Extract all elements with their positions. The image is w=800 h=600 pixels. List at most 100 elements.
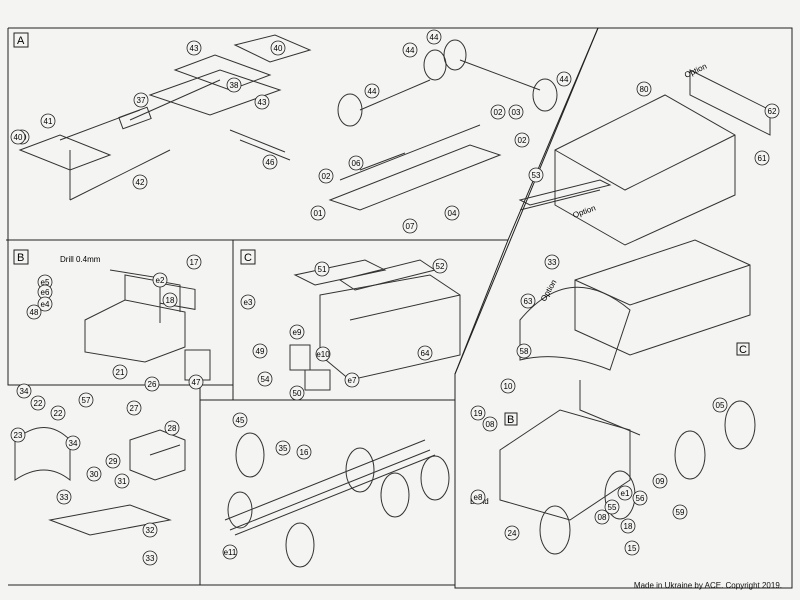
callout-number: 53 bbox=[532, 171, 541, 180]
part-number-callout: 03 bbox=[508, 104, 524, 120]
callout-number: 22 bbox=[34, 399, 43, 408]
callout-number: 08 bbox=[598, 513, 607, 522]
callout-number: 58 bbox=[520, 347, 529, 356]
part-number-callout: 22 bbox=[50, 405, 66, 421]
callout-circle bbox=[470, 489, 486, 505]
callout-circle bbox=[482, 416, 498, 432]
callout-number: 21 bbox=[116, 368, 125, 377]
callout-number: 54 bbox=[261, 375, 270, 384]
part-number-callout: 44 bbox=[364, 83, 380, 99]
part-number-callout: 44 bbox=[402, 42, 418, 58]
callout-circle bbox=[652, 473, 668, 489]
callout-circle bbox=[105, 453, 121, 469]
panel-b-drawing bbox=[84, 269, 211, 381]
panel-e-drawing bbox=[224, 432, 450, 568]
callout-number: 40 bbox=[14, 133, 23, 142]
part-number-callout: 45 bbox=[232, 412, 248, 428]
callout-circle bbox=[296, 444, 312, 460]
callout-number: 24 bbox=[508, 529, 517, 538]
callout-circle bbox=[620, 518, 636, 534]
callout-number: e7 bbox=[348, 376, 357, 385]
callout-number: 02 bbox=[322, 172, 331, 181]
part-number-callout: e7 bbox=[344, 372, 360, 388]
callout-circle bbox=[500, 378, 516, 394]
part-number-callout: 08 bbox=[594, 509, 610, 525]
part-number-callout: 24 bbox=[504, 525, 520, 541]
part-number-callout: 40 bbox=[10, 129, 26, 145]
callout-number: 06 bbox=[352, 159, 361, 168]
callout-number: 44 bbox=[560, 75, 569, 84]
callout-number: 48 bbox=[30, 308, 39, 317]
callout-circle bbox=[490, 104, 506, 120]
drill-note: Drill 0.4mm bbox=[60, 255, 101, 264]
callout-number: 37 bbox=[137, 96, 146, 105]
part-number-callout: 51 bbox=[314, 261, 330, 277]
callout-circle bbox=[289, 324, 305, 340]
panel-frames bbox=[6, 27, 793, 589]
part-number-callout: 05 bbox=[712, 397, 728, 413]
callout-circle bbox=[252, 343, 268, 359]
callout-circle bbox=[50, 405, 66, 421]
callout-number: 05 bbox=[716, 401, 725, 410]
callout-number: 55 bbox=[608, 503, 617, 512]
callout-number: 02 bbox=[494, 108, 503, 117]
part-number-callout: 47 bbox=[188, 374, 204, 390]
callout-number: e4 bbox=[41, 300, 50, 309]
callout-number: 33 bbox=[146, 554, 155, 563]
callout-circle bbox=[132, 174, 148, 190]
copyright-text: Made in Ukraine by ACE. Copyright 2019. bbox=[633, 581, 782, 590]
option-label: Option bbox=[539, 278, 559, 303]
callout-circle bbox=[426, 29, 442, 45]
svg-text:B: B bbox=[17, 252, 24, 264]
part-number-callout: e2 bbox=[152, 272, 168, 288]
callout-circle bbox=[516, 343, 532, 359]
callout-number: 52 bbox=[436, 262, 445, 271]
callout-number: 30 bbox=[90, 470, 99, 479]
callout-number: 35 bbox=[279, 444, 288, 453]
callout-number: 19 bbox=[474, 409, 483, 418]
panel-letter-b-inline: B bbox=[504, 412, 518, 426]
callout-number: 09 bbox=[656, 477, 665, 486]
callout-circle bbox=[86, 466, 102, 482]
callout-circle bbox=[314, 261, 330, 277]
callout-number: 02 bbox=[518, 136, 527, 145]
callout-circle bbox=[262, 154, 278, 170]
panel-f-drawing bbox=[499, 69, 771, 555]
callout-circle bbox=[617, 485, 633, 501]
callout-circle bbox=[26, 304, 42, 320]
svg-text:A: A bbox=[17, 35, 25, 47]
callout-circle bbox=[152, 272, 168, 288]
part-number-callout: 16 bbox=[296, 444, 312, 460]
part-number-callout: 32 bbox=[142, 522, 158, 538]
callout-number: 16 bbox=[300, 448, 309, 457]
part-callouts: 4041374338404340424644444444020302060201… bbox=[10, 29, 780, 566]
part-number-callout: 48 bbox=[26, 304, 42, 320]
callout-number: 23 bbox=[14, 431, 23, 440]
callout-number: 43 bbox=[258, 98, 267, 107]
callout-number: 18 bbox=[624, 522, 633, 531]
part-number-callout: 01 bbox=[310, 205, 326, 221]
callout-circle bbox=[528, 167, 544, 183]
callout-number: e3 bbox=[244, 298, 253, 307]
callout-circle bbox=[344, 372, 360, 388]
callout-circle bbox=[514, 132, 530, 148]
svg-text:C: C bbox=[739, 344, 747, 356]
part-number-callout: e6 bbox=[37, 284, 53, 300]
callout-circle bbox=[672, 504, 688, 520]
panel-letter-c: C bbox=[240, 249, 256, 265]
callout-number: 56 bbox=[636, 494, 645, 503]
panel-d-drawing bbox=[14, 427, 186, 536]
part-number-callout: 63 bbox=[520, 293, 536, 309]
part-number-callout: 59 bbox=[672, 504, 688, 520]
callout-circle bbox=[556, 71, 572, 87]
part-number-callout: 26 bbox=[144, 376, 160, 392]
callout-number: 33 bbox=[60, 493, 69, 502]
callout-number: 17 bbox=[190, 258, 199, 267]
callout-number: 07 bbox=[406, 222, 415, 231]
callout-number: 34 bbox=[69, 439, 78, 448]
callout-number: 04 bbox=[448, 209, 457, 218]
callout-number: 18 bbox=[166, 296, 175, 305]
callout-circle bbox=[114, 473, 130, 489]
callout-number: 22 bbox=[54, 409, 63, 418]
